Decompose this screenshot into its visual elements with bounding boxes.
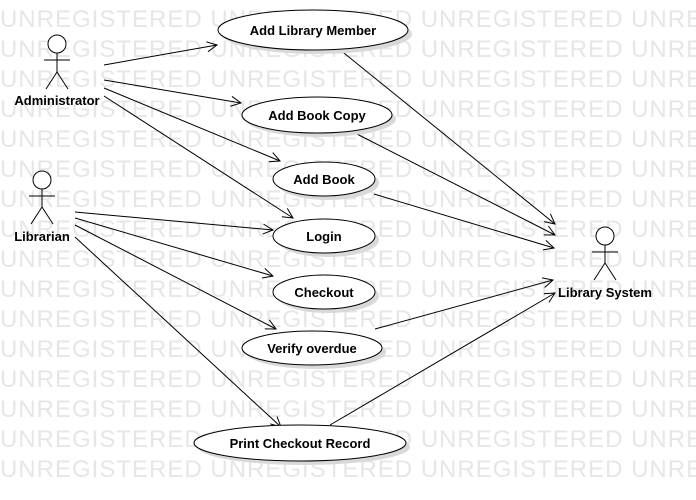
stick-figure-icon: [29, 170, 55, 225]
actor-label: Administrator: [14, 93, 99, 108]
assoc-add-book-system: [373, 193, 554, 248]
assoc-admin-add-member: [103, 45, 217, 66]
use-case-label: Add Book: [293, 172, 355, 187]
use-case-label: Checkout: [294, 285, 354, 300]
assoc-librarian-verify: [74, 224, 276, 329]
use-case-add-book-copy[interactable]: Add Book Copy: [241, 96, 396, 137]
use-case-label: Add Library Member: [250, 23, 376, 38]
actor-library-system[interactable]: Library System: [558, 226, 652, 300]
use-case-add-book[interactable]: Add Book: [272, 161, 379, 200]
assoc-librarian-login: [74, 211, 273, 230]
use-case-verify-overdue[interactable]: Verify overdue: [241, 330, 386, 369]
associations: [74, 45, 555, 427]
assoc-librarian-checkout: [74, 217, 273, 276]
use-case-label: Add Book Copy: [268, 108, 366, 123]
assoc-admin-add-book: [103, 87, 280, 161]
assoc-print-system: [329, 293, 555, 426]
actor-label: Librarian: [14, 229, 70, 244]
use-case-add-library-member[interactable]: Add Library Member: [217, 9, 412, 54]
assoc-librarian-print: [74, 236, 281, 427]
use-case-label: Verify overdue: [267, 341, 357, 356]
stick-figure-icon: [592, 226, 618, 281]
stick-figure-icon: [44, 34, 70, 90]
use-case-login[interactable]: Login: [272, 218, 379, 257]
actor-administrator[interactable]: Administrator: [14, 34, 100, 108]
assoc-add-member-system: [338, 48, 555, 224]
assoc-admin-add-copy: [103, 79, 241, 103]
assoc-admin-login: [103, 95, 293, 218]
use-case-label: Login: [306, 229, 341, 244]
use-case-checkout[interactable]: Checkout: [272, 274, 379, 313]
assoc-add-copy-system: [350, 130, 555, 235]
assoc-verify-system: [374, 280, 553, 330]
use-case-print-checkout-record[interactable]: Print Checkout Record: [193, 424, 410, 465]
actor-librarian[interactable]: Librarian: [14, 170, 70, 244]
actor-label: Library System: [558, 285, 652, 300]
use-case-label: Print Checkout Record: [230, 436, 371, 451]
